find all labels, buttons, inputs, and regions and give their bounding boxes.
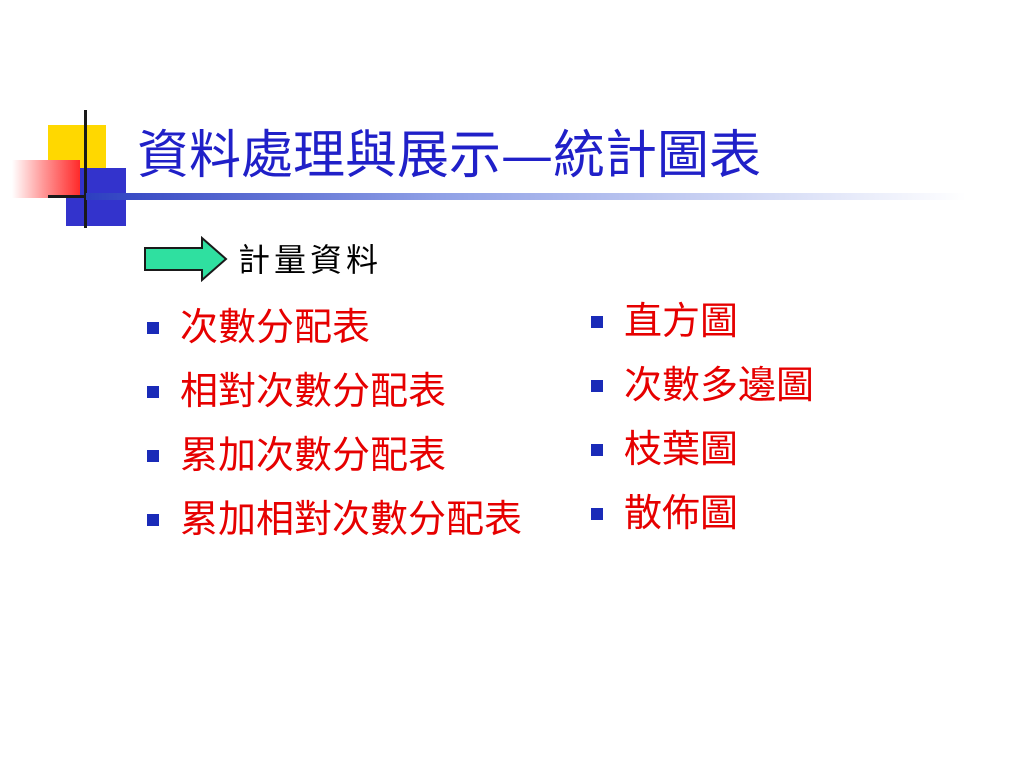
- right-list: 直方圖 次數多邊圖 枝葉圖 散佈圖: [584, 294, 904, 550]
- list-item: 次數多邊圖: [584, 358, 904, 412]
- list-item-text: 累加相對次數分配表: [180, 497, 523, 541]
- list-item-text: 散佈圖: [624, 491, 739, 535]
- list-item-text: 次數多邊圖: [624, 363, 815, 407]
- square-bullet-icon: [147, 322, 159, 334]
- list-item: 累加相對次數分配表: [140, 492, 560, 546]
- list-item: 相對次數分配表: [140, 364, 560, 418]
- title-underline: [86, 193, 966, 200]
- square-bullet-icon: [591, 444, 603, 456]
- list-item: 枝葉圖: [584, 422, 904, 476]
- left-list: 次數分配表 相對次數分配表 累加次數分配表 累加相對次數分配表: [140, 300, 560, 556]
- subheading: 計量資料: [238, 241, 383, 279]
- list-item-text: 次數分配表: [180, 305, 371, 349]
- list-item: 累加次數分配表: [140, 428, 560, 482]
- square-bullet-icon: [147, 450, 159, 462]
- square-bullet-icon: [591, 316, 603, 328]
- list-item-text: 直方圖: [624, 299, 739, 343]
- list-item: 次數分配表: [140, 300, 560, 354]
- right-arrow-icon: [144, 236, 228, 282]
- decor-vertical-line: [84, 110, 87, 228]
- list-item: 散佈圖: [584, 486, 904, 540]
- list-item-text: 枝葉圖: [624, 427, 739, 471]
- list-item-text: 相對次數分配表: [180, 369, 447, 413]
- square-bullet-icon: [147, 514, 159, 526]
- list-item-text: 累加次數分配表: [180, 433, 447, 477]
- square-bullet-icon: [591, 508, 603, 520]
- square-bullet-icon: [147, 386, 159, 398]
- square-bullet-icon: [591, 380, 603, 392]
- list-item: 直方圖: [584, 294, 904, 348]
- page-title: 資料處理與展示—統計圖表: [137, 126, 762, 186]
- decor-red-bar: [12, 160, 80, 198]
